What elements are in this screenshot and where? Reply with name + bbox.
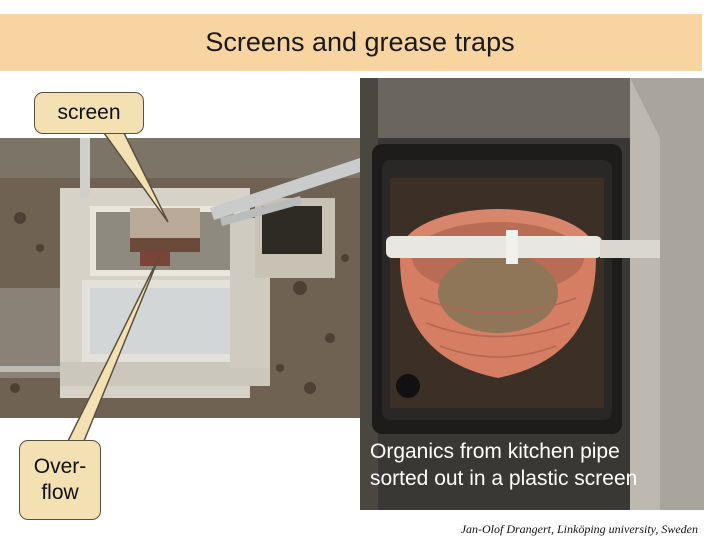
title-band: Screens and grease traps bbox=[0, 14, 702, 71]
caption-line-2: sorted out in a plastic screen bbox=[370, 467, 638, 490]
plastic-basket-illustration bbox=[360, 78, 704, 510]
screen-callout: screen bbox=[34, 92, 144, 134]
overflow-callout-line2: flow bbox=[41, 481, 79, 504]
screen-callout-label: screen bbox=[57, 101, 121, 124]
author-credit: Jan-Olof Drangert, Linköping university,… bbox=[460, 522, 698, 536]
overflow-callout: Over- flow bbox=[19, 440, 101, 520]
grease-trap-photo bbox=[0, 138, 360, 418]
overflow-callout-line1: Over- bbox=[33, 455, 87, 478]
caption-line-1: Organics from kitchen pipe bbox=[370, 440, 620, 463]
photo-caption: Organics from kitchen pipe sorted out in… bbox=[370, 438, 700, 492]
grease-trap-illustration bbox=[0, 138, 360, 418]
plastic-screen-photo bbox=[360, 78, 704, 510]
slide-title: Screens and grease traps bbox=[205, 27, 515, 57]
